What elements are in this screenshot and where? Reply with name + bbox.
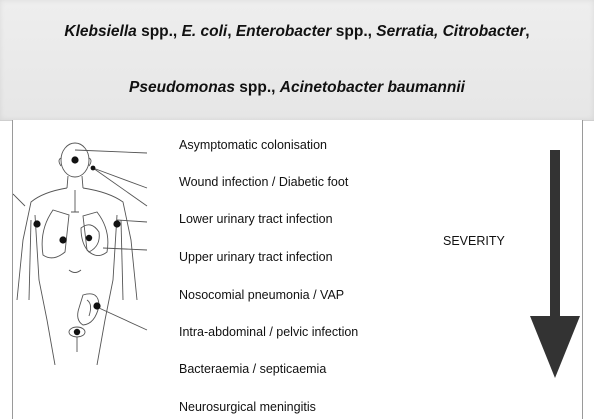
stomach-fold bbox=[87, 300, 91, 316]
severity-label: SEVERITY bbox=[443, 234, 505, 248]
organism-text-segment: , bbox=[227, 23, 236, 40]
infection-item: Upper urinary tract infection bbox=[179, 250, 333, 264]
left-inner-arm bbox=[29, 220, 31, 300]
infection-item: Asymptomatic colonisation bbox=[179, 138, 327, 152]
organism-text-segment: Pseudomonas bbox=[129, 79, 235, 96]
infection-dot-left-arm bbox=[33, 220, 40, 227]
leader-line-head bbox=[75, 150, 147, 153]
organism-text-segment: , bbox=[525, 23, 529, 40]
organism-text-segment: Acinetobacter baumannii bbox=[280, 79, 465, 96]
infection-item: Lower urinary tract infection bbox=[179, 212, 333, 226]
right-torso-side bbox=[97, 215, 117, 365]
infection-dot-heart bbox=[86, 235, 92, 241]
infection-item: Nosocomial pneumonia / VAP bbox=[179, 288, 344, 302]
right-shoulder-arm bbox=[83, 188, 137, 300]
infection-dot-right-arm bbox=[113, 220, 120, 227]
infection-dot-face bbox=[91, 166, 96, 171]
organism-text-segment: Serratia, Citrobacter bbox=[376, 23, 525, 40]
infection-item: Intra-abdominal / pelvic infection bbox=[179, 325, 358, 339]
trachea bbox=[71, 190, 79, 212]
infection-dot-brain bbox=[71, 156, 78, 163]
organism-list-line-1: Klebsiella spp., E. coli, Enterobacter s… bbox=[0, 23, 594, 41]
leader-line-abdominal bbox=[99, 308, 147, 330]
infection-item: Bacteraemia / septicaemia bbox=[179, 362, 326, 376]
organism-text-segment: Enterobacter bbox=[236, 23, 332, 40]
header-banner: Klebsiella spp., E. coli, Enterobacter s… bbox=[0, 0, 594, 121]
organism-list-line-2: Pseudomonas spp., Acinetobacter baumanni… bbox=[0, 79, 594, 97]
human-body-outline bbox=[13, 120, 173, 365]
organism-text-segment: E. coli bbox=[182, 23, 228, 40]
leader-line-left-edge bbox=[13, 194, 25, 206]
organism-text-segment: Klebsiella bbox=[64, 23, 136, 40]
stomach-outline bbox=[78, 294, 99, 325]
severity-arrow-icon bbox=[530, 150, 580, 378]
right-inner-arm bbox=[121, 220, 123, 300]
neck-outline bbox=[67, 176, 83, 188]
infection-item: Wound infection / Diabetic foot bbox=[179, 175, 348, 189]
infection-dot-bladder bbox=[74, 329, 80, 335]
infection-dot-lung bbox=[59, 236, 66, 243]
leader-line-wound-a bbox=[93, 168, 147, 188]
leader-line-upper-urinary bbox=[103, 248, 147, 250]
organism-text-segment: spp., bbox=[331, 23, 376, 40]
infection-item: Neurosurgical meningitis bbox=[179, 400, 316, 414]
left-lung bbox=[42, 210, 69, 258]
left-torso-side bbox=[35, 215, 55, 365]
organism-text-segment: spp., bbox=[235, 79, 280, 96]
infection-dot-abdomen bbox=[93, 302, 100, 309]
organism-text-segment: spp., bbox=[137, 23, 182, 40]
abdomen-line bbox=[69, 270, 81, 273]
leader-line-urinary bbox=[117, 220, 147, 222]
